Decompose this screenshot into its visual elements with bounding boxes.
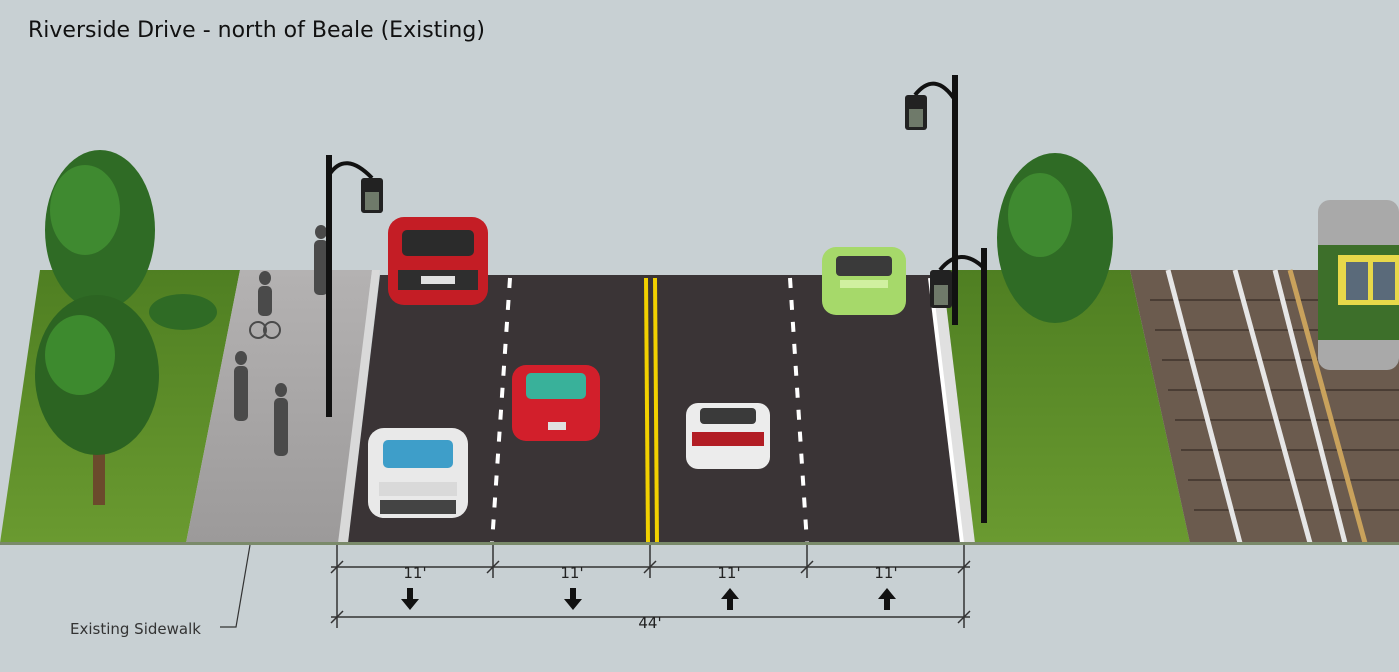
car-green-hatchback: [822, 247, 906, 315]
streetcar: [1318, 200, 1399, 370]
dimension-lines: [330, 545, 971, 628]
callout-leader: [220, 544, 251, 628]
right-grass: [942, 270, 1190, 543]
rail-line-gold: [1287, 269, 1368, 544]
curb-left: [338, 270, 380, 543]
tree-left-front: [35, 295, 159, 505]
car-red-hatchback: [512, 365, 600, 441]
street-light-right-tall: [905, 75, 958, 325]
lane-1-width: 11': [403, 564, 426, 582]
arrow-up-icon-lane-4: [878, 588, 896, 610]
ground-line: [0, 542, 1399, 545]
tree-right: [997, 153, 1113, 323]
arrow-down-icon-lane-2: [564, 588, 582, 610]
lane-line-left: [490, 277, 512, 544]
sidewalk-callout: Existing Sidewalk: [70, 620, 201, 638]
lane-3-width: 11': [717, 564, 740, 582]
lane-4-width: 11': [874, 564, 897, 582]
page-title: Riverside Drive - north of Beale (Existi…: [28, 18, 485, 43]
total-width: 44': [638, 614, 661, 632]
center-line-1: [644, 277, 650, 544]
curb-right: [930, 270, 975, 543]
car-red-suv: [388, 217, 488, 305]
center-line-2: [653, 277, 659, 544]
car-white-sedan: [368, 428, 468, 518]
arrow-down-icon-lane-1: [401, 588, 419, 610]
street-light-left: [326, 155, 383, 417]
arrow-up-icon-lane-3: [721, 588, 739, 610]
shrub: [149, 294, 217, 330]
rail-lines: [1165, 269, 1348, 544]
tree-left-back: [45, 150, 155, 350]
lane-line-right: [788, 277, 809, 544]
lane-2-width: 11': [560, 564, 583, 582]
edge-line-right: [928, 277, 964, 544]
car-white-coupe: [686, 403, 770, 469]
pedestrians: [234, 225, 328, 456]
street-light-right-short: [930, 248, 987, 523]
